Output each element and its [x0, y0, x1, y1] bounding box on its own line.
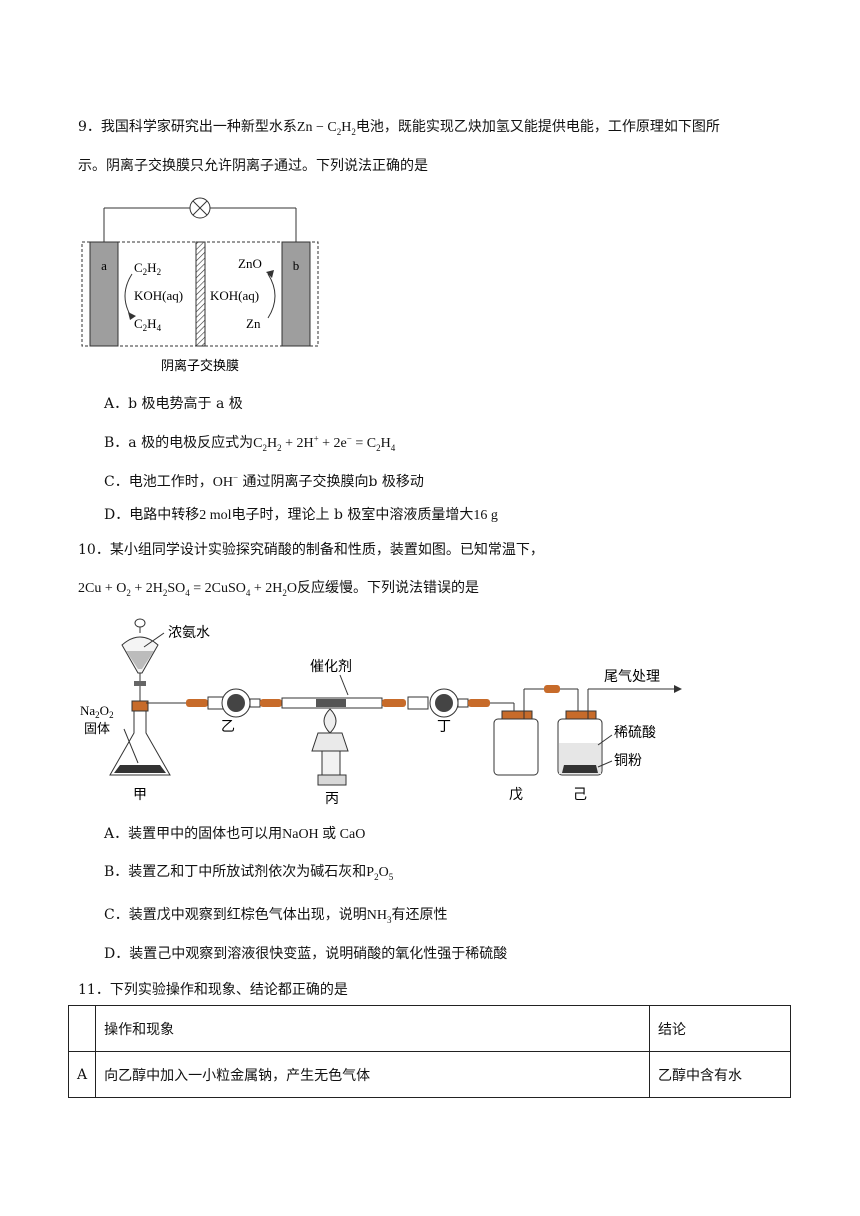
label-copper: 铜粉 [614, 753, 642, 769]
bottle-wu [490, 685, 578, 776]
bulb-icon [189, 197, 211, 219]
label-a: a [101, 258, 107, 273]
table-header-row: 操作和现象 结论 [67, 1005, 791, 1052]
label-koh-right: KOH(aq) [210, 288, 259, 303]
label-koh-left: KOH(aq) [134, 288, 183, 303]
q10-option-d: D．装置己中观察到溶液很快变蓝，说明硝酸的氧化性强于稀硫酸 [104, 946, 508, 962]
membrane-caption: 阴离子交换膜 [161, 358, 239, 374]
label-na2o2: Na2O2 [80, 703, 114, 720]
drying-tube-yi [186, 688, 282, 718]
q10-option-a: A．装置甲中的固体也可以用NaOH 或 CaO [104, 826, 366, 842]
label-ji: 己 [573, 787, 587, 803]
label-bing: 丙 [325, 791, 339, 807]
label-b: b [293, 258, 300, 273]
q11-title: 11．下列实验操作和现象、结论都正确的是 [78, 982, 348, 998]
label-yi: 乙 [221, 719, 235, 735]
label-ammonia: 浓氨水 [168, 625, 210, 641]
table-header-cell: 操作和现象 [95, 1005, 650, 1052]
q10-option-c: C．装置戊中观察到红棕色气体出现，说明NH3有还原性 [104, 907, 448, 925]
q10-line2: 2Cu + O2 + 2H2SO4 = 2CuSO4 + 2H2O反应缓慢。下列… [78, 580, 480, 598]
table-cell: A [67, 1051, 97, 1098]
stopper-jia [131, 700, 149, 712]
label-zno: ZnO [238, 256, 262, 271]
q9-line2: 示。阴离子交换膜只允许阴离子通过。下列说法正确的是 [78, 158, 428, 174]
q9-option-c: C．电池工作时，OH− 通过阴离子交换膜向b 极移动 [104, 472, 424, 490]
label-c2h4: C2H4 [134, 316, 162, 333]
drying-tube-ding [407, 688, 490, 718]
q10-option-b: B．装置乙和丁中所放试剂依次为碱石灰和P2O5 [104, 864, 394, 882]
catalyst-tube-bing [281, 697, 406, 786]
anion-membrane [195, 241, 206, 347]
label-ding: 丁 [437, 719, 451, 735]
q9-option-b: B．a 极的电极反应式为C2H2 + 2H+ + 2e− = C2H4 [104, 433, 396, 453]
label-solid: 固体 [84, 722, 110, 737]
table-cell: 乙醇中含有水 [649, 1051, 791, 1098]
q9-option-d: D．电路中转移2 mol电子时，理论上 b 极室中溶液质量增大16 g [104, 507, 498, 523]
apparatus-diagram: 浓氨水 催化剂 尾气处理 Na2O2 固体 稀硫酸 铜粉 甲 乙 丙 丁 戊 己 [80, 618, 682, 807]
label-tail: 尾气处理 [604, 669, 660, 685]
q10-line1: 10．某小组同学设计实验探究硝酸的制备和性质，装置如图。已知常温下， [78, 542, 544, 558]
label-jia: 甲 [133, 787, 147, 803]
table-cell: 向乙醇中加入一小粒金属钠，产生无色气体 [95, 1051, 650, 1098]
battery-diagram: a b C2H2 KOH(aq) C2H4 ZnO KOH(aq) Zn 阴离子… [81, 197, 319, 374]
electrode-b [281, 241, 311, 347]
bottle-ji [557, 685, 682, 776]
arrow-left [124, 273, 133, 319]
label-c2h2: C2H2 [134, 260, 161, 277]
flask-jia [109, 700, 190, 776]
q9-option-a: A．b 极电势高于 a 极 [104, 396, 243, 412]
table-row: A 向乙醇中加入一小粒金属钠，产生无色气体 乙醇中含有水 [67, 1051, 791, 1098]
separatory-funnel [121, 618, 159, 723]
label-catalyst: 催化剂 [310, 659, 352, 675]
table-header-cell: 结论 [649, 1005, 791, 1052]
q11-table: 操作和现象 结论 A 向乙醇中加入一小粒金属钠，产生无色气体 乙醇中含有水 [67, 1005, 791, 1098]
table-header-cell [67, 1005, 97, 1052]
q9-line1: 9．我国科学家研究出一种新型水系Zn − C2H2电池，既能实现乙炔加氢又能提供… [78, 119, 720, 137]
q9-formula: Zn − C2H2 [296, 120, 356, 137]
label-zn: Zn [246, 316, 261, 331]
arrow-right [267, 273, 276, 319]
label-wu: 戊 [509, 787, 523, 803]
label-acid: 稀硫酸 [614, 725, 656, 741]
